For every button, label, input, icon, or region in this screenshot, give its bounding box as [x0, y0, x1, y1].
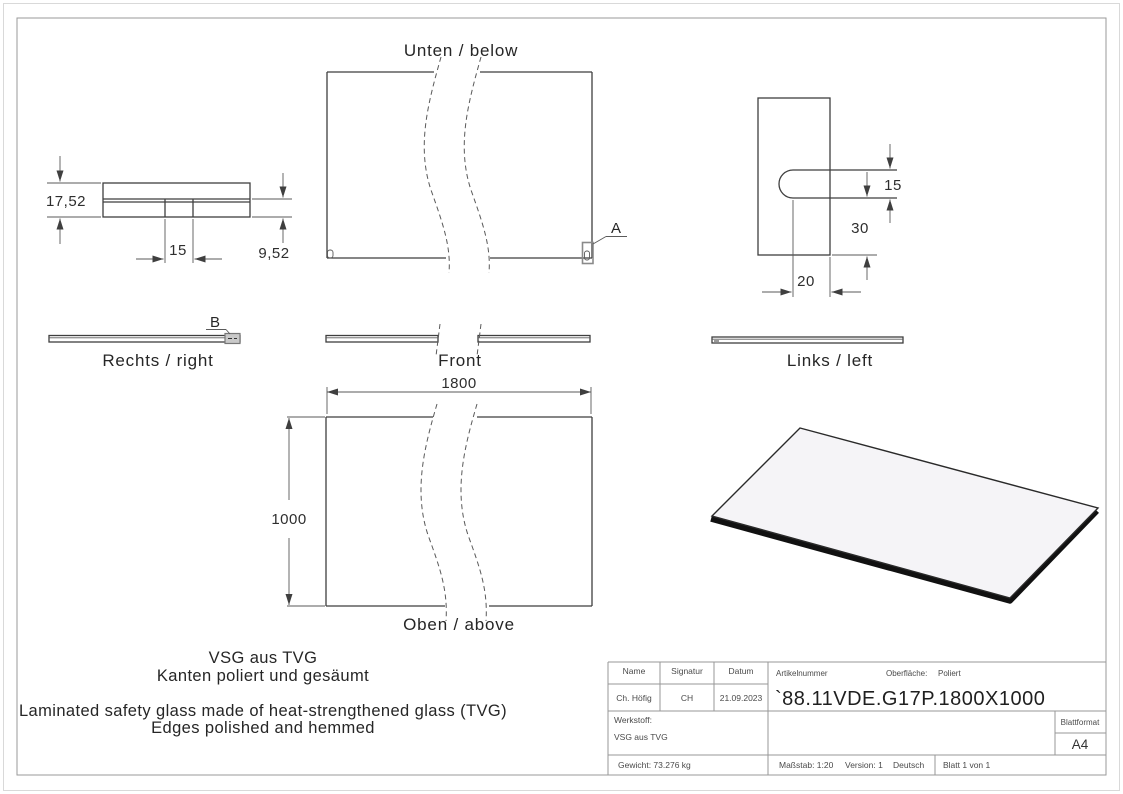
title-block: Name Signatur Datum Artikelnummer Oberfl… — [607, 661, 1106, 775]
view-unten: Unten / below A — [326, 41, 627, 274]
break-line — [423, 56, 450, 274]
tb-datum-value: 21.09.2023 — [720, 693, 763, 703]
rechts-label: Rechts / right — [102, 351, 213, 370]
break-line — [420, 403, 447, 622]
detail-a-marker: A — [581, 220, 627, 265]
detail-outline — [757, 97, 831, 256]
detail-a-label: A — [611, 220, 621, 237]
tb-signatur-value: CH — [681, 693, 693, 703]
dimension-detail-15: 15 — [884, 144, 902, 223]
tb-sprache: Deutsch — [893, 760, 924, 770]
break-line — [476, 323, 482, 357]
dim-detail-20: 20 — [797, 273, 815, 290]
dim-detail-15: 15 — [884, 177, 902, 194]
unten-label: Unten / below — [404, 41, 518, 60]
tb-version: Version: 1 — [845, 760, 883, 770]
detail-b-leader — [225, 329, 231, 335]
tb-name-value: Ch. Höfig — [616, 693, 652, 703]
tb-artikelnummer-value: `88.11VDE.G17P.1800X1000 — [775, 688, 1045, 710]
dim-9-52: 9,52 — [258, 245, 289, 262]
dim-1000: 1000 — [271, 511, 306, 528]
view-3d-isometric — [710, 427, 1100, 604]
dimension-detail-30: 30 — [851, 172, 871, 280]
detail-slot-arc — [778, 169, 794, 199]
dim-15: 15 — [169, 242, 187, 259]
detail-a-box — [581, 241, 594, 265]
dimension-1000: 1000 — [271, 416, 325, 607]
view-links: Links / left — [711, 336, 904, 370]
tb-oberflaeche-value: Poliert — [938, 669, 961, 678]
detail-b-label: B — [210, 314, 220, 331]
notes: VSG aus TVG Kanten poliert und gesäumt L… — [19, 649, 507, 737]
page-border — [3, 3, 1120, 791]
plate-top-face — [710, 427, 1100, 599]
dimension-1800: 1800 — [326, 375, 592, 414]
tb-signatur-label: Signatur — [671, 666, 703, 676]
note-de-2: Kanten poliert und gesäumt — [157, 667, 369, 685]
note-en-2: Edges polished and hemmed — [151, 719, 375, 737]
dimension-thickness-total: 17,52 — [46, 156, 101, 244]
detail-b-box — [224, 332, 241, 345]
dim-17-52: 17,52 — [46, 193, 86, 210]
drawing-frame — [16, 17, 1107, 776]
view-detail-corner: 15 30 20 — [757, 97, 902, 297]
tb-werkstoff-label: Werkstoff: — [614, 715, 652, 725]
tb-gewicht: Gewicht: 73.276 kg — [618, 760, 691, 770]
tb-blattformat-label: Blattformat — [1061, 718, 1100, 727]
tb-name-label: Name — [623, 666, 646, 676]
break-line — [460, 403, 487, 622]
slot-mark-left — [327, 249, 334, 259]
tb-blattformat-value: A4 — [1072, 737, 1089, 752]
plate-thickness-edge — [710, 509, 1099, 604]
tb-massstab: Maßstab: 1:20 — [779, 760, 834, 770]
note-de-1: VSG aus TVG — [209, 649, 318, 667]
note-en-1: Laminated safety glass made of heat-stre… — [19, 702, 507, 720]
tb-blatt: Blatt 1 von 1 — [943, 760, 991, 770]
dimension-detail-20: 20 — [762, 273, 861, 296]
front-label: Front — [438, 351, 482, 370]
oben-label: Oben / above — [403, 615, 515, 634]
break-line — [463, 56, 490, 274]
view-section: 17,52 15 9,52 — [46, 156, 292, 263]
detail-a-leader — [592, 236, 607, 245]
tb-datum-label: Datum — [728, 666, 753, 676]
view-rechts: B Rechts / right — [48, 314, 241, 370]
links-bar — [711, 336, 904, 344]
break-line — [435, 323, 441, 357]
tb-artikelnummer-label: Artikelnummer — [776, 669, 828, 678]
slot-mark-right — [584, 250, 590, 261]
view-front: Front — [325, 323, 591, 370]
rechts-bar — [48, 334, 241, 343]
dimension-slot-width: 15 — [136, 219, 222, 263]
front-bar-right — [477, 334, 591, 343]
dim-detail-30: 30 — [851, 220, 869, 237]
tb-oberflaeche-label: Oberfläche: — [886, 669, 927, 678]
dim-1800: 1800 — [441, 375, 476, 392]
tb-werkstoff-value: VSG aus TVG — [614, 732, 668, 742]
front-bar-left — [325, 334, 439, 343]
links-label: Links / left — [787, 351, 873, 370]
dimension-pane-interlayer: 9,52 — [252, 173, 292, 262]
section-outline — [102, 182, 251, 218]
view-oben: 1800 1000 Oben / above — [271, 375, 593, 634]
